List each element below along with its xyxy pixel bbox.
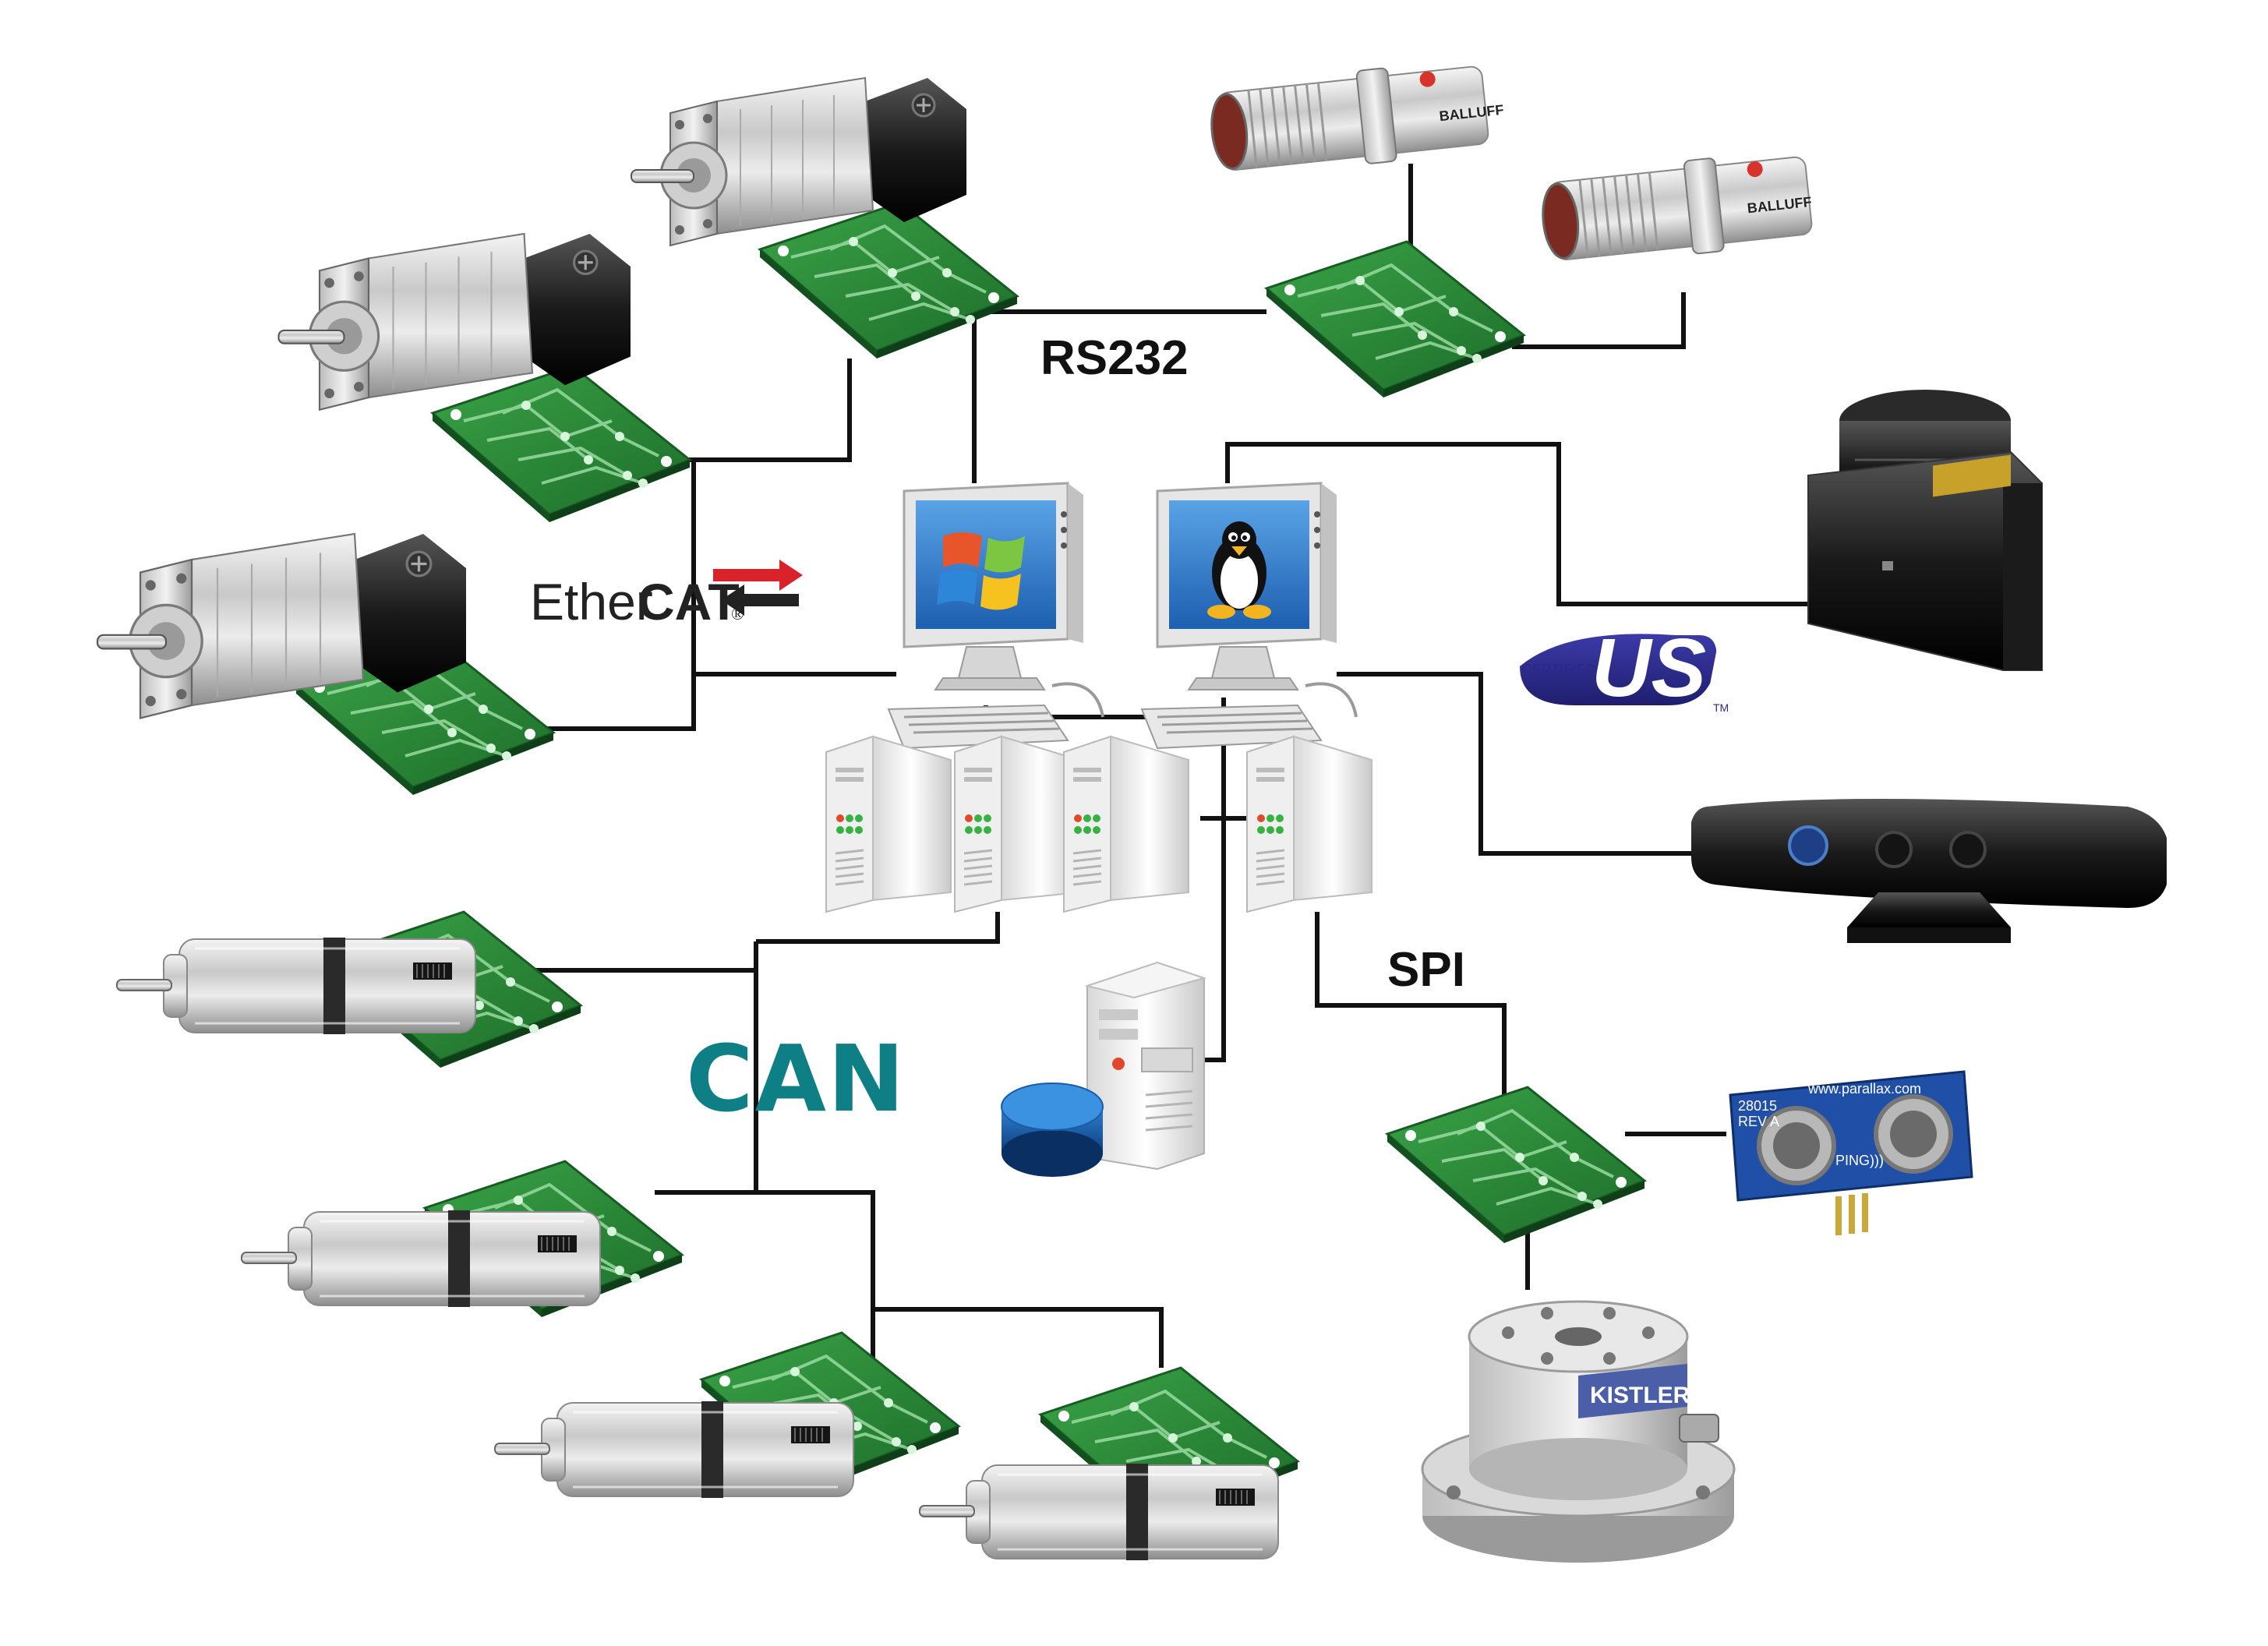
force-torque-sensor: KISTLER [1421, 1300, 1736, 1563]
kistler-brand: KISTLER [1590, 1383, 1690, 1408]
ethercat-logo: Ether CAT ® [530, 560, 803, 630]
parallax-ping: PING))) [1835, 1153, 1884, 1168]
ethercat-motor-bottom [96, 532, 555, 797]
can-backbone [754, 941, 1164, 1368]
ethercat-backbone [479, 460, 696, 731]
photoelectric-sensor-top: BALLUFF [1210, 65, 1504, 171]
windows-logo-icon [937, 532, 1025, 610]
rs232-label: RS232 [1040, 331, 1189, 385]
laser-scanner [1807, 390, 2043, 671]
can-motor-4 [918, 1366, 1299, 1562]
can-wire-server [756, 912, 1000, 944]
parallax-url: www.parallax.com [1807, 1081, 1921, 1097]
ethercat-motor-top [630, 76, 1019, 360]
server-tower-4 [1245, 735, 1373, 913]
can-motor-1 [115, 910, 582, 1069]
usb-tm-mark: TM [1713, 701, 1729, 714]
usb-logo-text: USB [1591, 622, 1766, 714]
can-motor-3 [493, 1331, 960, 1499]
parallax-rev: REV A [1738, 1114, 1779, 1129]
windows-workstation [887, 482, 1104, 750]
usb-certified-text: CERTIFIED [1521, 662, 1595, 677]
server-tower-3 [1062, 735, 1190, 913]
can-label: CAN [686, 1025, 906, 1132]
spi-wire-server [1315, 912, 1507, 1095]
database-server [1001, 961, 1207, 1177]
usb-wire-laser-scanner [1225, 442, 1828, 606]
depth-camera-sensor [1691, 799, 2167, 943]
ethercat-arrow-red [713, 560, 803, 591]
server-tower-1 [825, 735, 952, 913]
usb-certified-logo: CERTIFIED USB TM [1520, 622, 1766, 714]
linux-tux-icon [1207, 521, 1271, 619]
ethercat-logo-text-regular: Ether [530, 573, 653, 630]
rs232-pcb [1265, 240, 1525, 399]
can-motor-2 [240, 1160, 684, 1319]
rs232-wire-sensor-right [1512, 292, 1686, 349]
ethercat-wire-top-motor [694, 359, 852, 462]
ethercat-arrow-black [721, 585, 799, 616]
spi-pcb [1386, 1086, 1646, 1245]
photoelectric-sensor-right: BALLUFF [1542, 156, 1812, 260]
parallax-model: 28015 [1738, 1098, 1777, 1114]
ethercat-logo-text-bold: CAT [638, 573, 740, 630]
usb-wire-kinect [1337, 672, 1695, 856]
ultrasonic-sensor: www.parallax.com 28015 REV A PING))) [1729, 1070, 1973, 1235]
server-backbone [1200, 717, 1226, 1062]
server-tower-2 [953, 735, 1081, 913]
ethercat-motor-middle [277, 232, 691, 524]
spi-label: SPI [1387, 943, 1465, 997]
linux-workstation [1140, 482, 1358, 750]
